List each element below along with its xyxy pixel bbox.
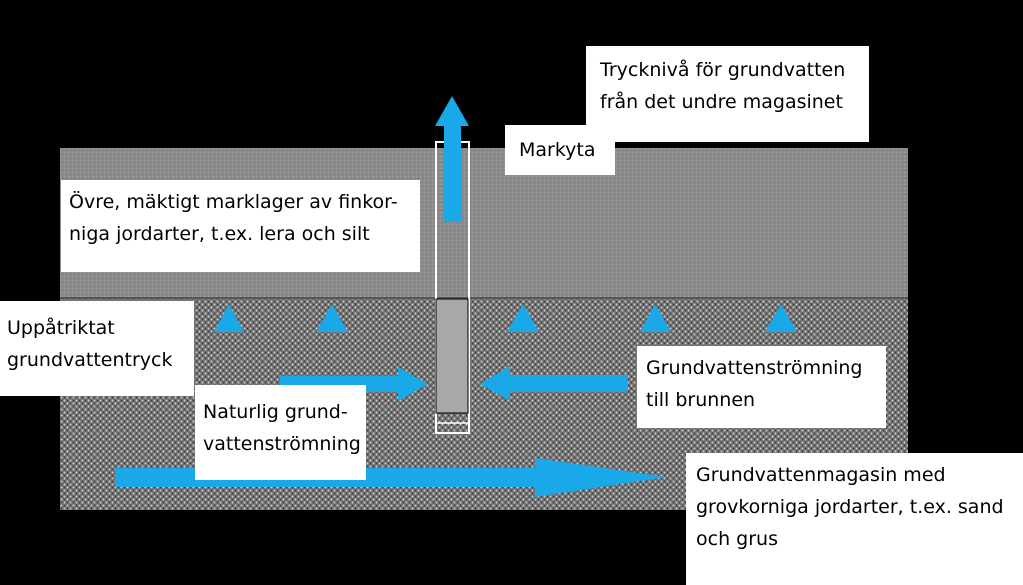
flow-arrow-left-to-well [480,366,628,401]
confined-pressure-label: Uppåtriktat grundvattentryck [0,301,194,396]
well-screen [435,298,469,414]
pressure-level-label: Trycknivå för grundvatten från det undre… [586,46,869,142]
pressure-triangle [214,304,244,332]
well [435,141,470,434]
natural-flow-label: Naturlig grund- vattenströmning [195,385,366,480]
upper-layer-label: Övre, mäktigt marklager av finkor- niga … [61,180,420,272]
pressure-triangle [507,304,539,332]
pressure-triangle [316,304,348,332]
flow-to-well-label: Grundvattenströmning till brunnen [637,346,886,428]
pressure-triangle [765,304,797,332]
pressure-level-arrow [435,96,469,222]
aquifer-label: Grundvattenmagasin med grovkorniga jorda… [686,453,1023,585]
pressure-triangle [640,304,671,332]
ground-surface-label: Markyta [505,125,615,175]
flow-arrow-right-to-well [280,367,428,401]
natural-flow-arrow [115,458,667,497]
